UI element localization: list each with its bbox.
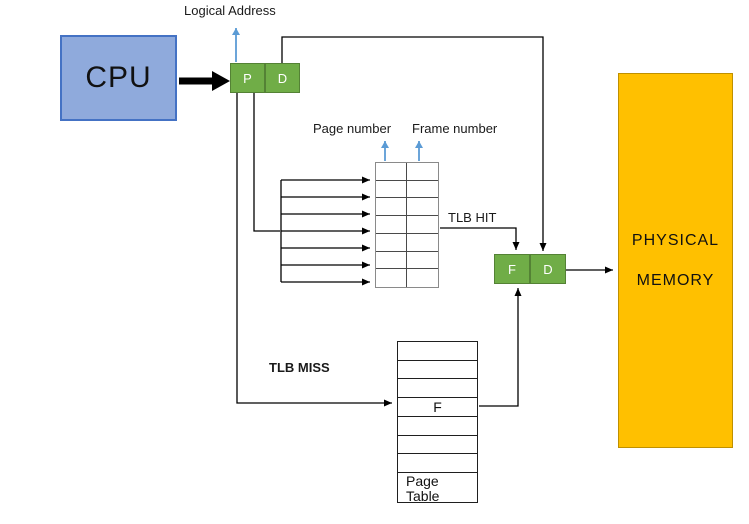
- page-number-label: Page number: [313, 121, 392, 136]
- page-table-row: [398, 417, 477, 436]
- tlb-cell: [407, 252, 438, 270]
- frame-number-label: Frame number: [412, 121, 498, 136]
- tlb-cell: [376, 163, 407, 181]
- tlb-cell: [407, 198, 438, 217]
- page-table-caption-line2: Table: [406, 488, 440, 504]
- frame-address-register: F D: [494, 254, 566, 284]
- tlb-cell: [376, 233, 407, 252]
- physical-memory-box: PHYSICAL MEMORY: [618, 73, 733, 448]
- physical-memory-label-line1: PHYSICAL: [631, 231, 720, 249]
- page-table-rows: F: [398, 342, 477, 474]
- tlb-cell: [407, 181, 438, 199]
- cpu-box: CPU: [60, 35, 177, 121]
- page-table-row: [398, 379, 477, 399]
- tlb-hit-line: [440, 227, 520, 250]
- page-field-cell: P: [231, 64, 264, 92]
- tlb-cell: [407, 216, 438, 234]
- page-table-row: [398, 454, 477, 474]
- offset-bypass-line: [281, 36, 547, 251]
- offset-field-cell: D: [266, 64, 299, 92]
- cpu-to-register-arrowhead: [212, 71, 230, 91]
- tlb-cell: [376, 198, 407, 217]
- physical-memory-label-line2: MEMORY: [636, 271, 715, 289]
- logical-address-register: P D: [230, 63, 300, 93]
- tlb-cell: [376, 269, 407, 287]
- page-table: F Page Table: [397, 341, 478, 504]
- tlb-cell: [407, 269, 438, 287]
- tlb-miss-line: [236, 93, 392, 407]
- tlb-hit-label: TLB HIT: [448, 210, 497, 225]
- tlb-table: [375, 162, 439, 288]
- tlb-miss-label: TLB MISS: [269, 360, 330, 375]
- page-table-row: [398, 342, 477, 361]
- page-table-caption-line1: Page: [406, 473, 439, 489]
- tlb-cell: [407, 163, 438, 181]
- page-to-tlb-line: [253, 93, 280, 232]
- page-table-caption: Page Table: [398, 473, 477, 504]
- page-table-row: F: [398, 398, 477, 417]
- page-table-to-frame-register-line: [479, 288, 522, 407]
- logical-address-label: Logical Address: [184, 3, 276, 18]
- frame-field-cell: F: [495, 255, 529, 283]
- page-table-row: [398, 361, 477, 380]
- frame-offset-field-cell: D: [531, 255, 565, 283]
- page-table-row: [398, 436, 477, 455]
- tlb-cell: [376, 251, 407, 270]
- tlb-cell: [407, 234, 438, 252]
- tlb-cell: [376, 216, 407, 234]
- cpu-label: CPU: [85, 61, 152, 94]
- tlb-cell: [376, 180, 407, 199]
